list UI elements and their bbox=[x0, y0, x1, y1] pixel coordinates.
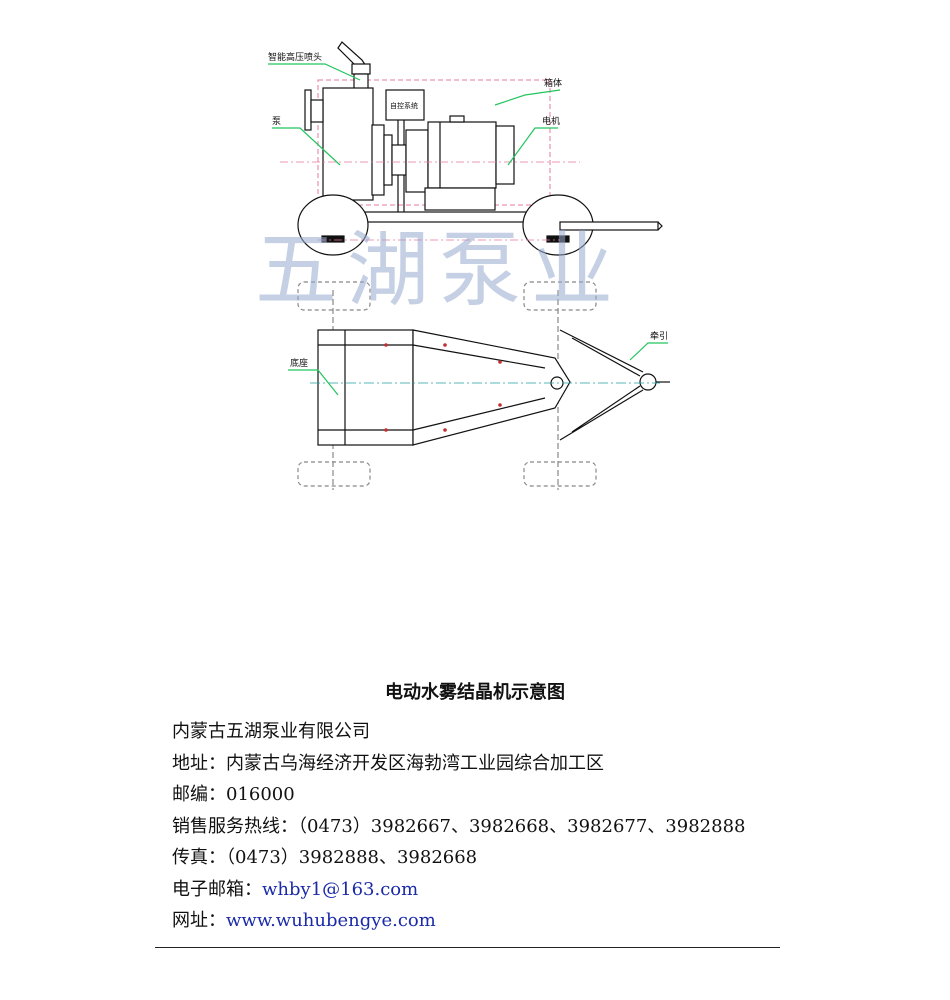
wheel-left bbox=[297, 194, 369, 256]
label-nozzle: 智能高压喷头 bbox=[268, 51, 322, 63]
fax-value: （0473）3982888、3982668 bbox=[226, 847, 478, 868]
email-label: 电子邮箱： bbox=[172, 878, 262, 900]
control-box bbox=[385, 89, 425, 121]
schematic-drawing: 智能高压喷头 箱体 泵 电机 自控系统 底座 牵引 bbox=[268, 41, 670, 490]
leader-lines bbox=[268, 63, 668, 396]
postcode-value: 016000 bbox=[226, 784, 295, 805]
postcode-line: 邮编：016000 bbox=[172, 779, 745, 811]
plan-wheel-tl bbox=[297, 281, 371, 311]
website-link[interactable]: www.wuhubengye.com bbox=[226, 910, 436, 931]
plan-wheel-br bbox=[523, 461, 597, 487]
email-line: 电子邮箱：whby1@163.com bbox=[172, 874, 745, 906]
label-control: 自控系统 bbox=[390, 101, 418, 110]
hotline-line: 销售服务热线：（0473）3982667、3982668、3982677、398… bbox=[172, 811, 745, 843]
tow-bar-plan bbox=[559, 329, 644, 441]
contact-info: 内蒙古五湖泵业有限公司 地址：内蒙古乌海经济开发区海勃湾工业园综合加工区 邮编：… bbox=[172, 716, 745, 937]
website-line: 网址：www.wuhubengye.com bbox=[172, 905, 745, 937]
address-line: 地址：内蒙古乌海经济开发区海勃湾工业园综合加工区 bbox=[172, 748, 745, 780]
footer-divider bbox=[155, 947, 780, 948]
pump-body bbox=[322, 87, 374, 201]
base-frame bbox=[317, 329, 414, 446]
plan-wheel-tr bbox=[523, 281, 597, 311]
plan-wheel-bl bbox=[297, 461, 371, 487]
email-link[interactable]: whby1@163.com bbox=[262, 878, 419, 900]
website-label: 网址： bbox=[172, 910, 226, 931]
plan-view bbox=[297, 281, 670, 490]
hotline-value: （0473）3982667、3982668、3982677、3982888 bbox=[298, 815, 746, 837]
figure-title: 电动水雾结晶机示意图 bbox=[385, 682, 565, 703]
label-tow: 牵引 bbox=[650, 331, 668, 342]
address-value: 内蒙古乌海经济开发区海勃湾工业园综合加工区 bbox=[226, 752, 604, 774]
label-pump: 泵 bbox=[272, 116, 281, 127]
label-motor: 电机 bbox=[542, 115, 560, 127]
motor-body bbox=[427, 121, 497, 189]
postcode-label: 邮编： bbox=[172, 784, 226, 805]
hotline-label: 销售服务热线： bbox=[172, 815, 298, 837]
label-base: 底座 bbox=[290, 357, 308, 369]
tapered-frame bbox=[412, 329, 571, 446]
fax-line: 传真：（0473）3982888、3982668 bbox=[172, 842, 745, 874]
label-casing: 箱体 bbox=[544, 77, 562, 89]
fax-label: 传真： bbox=[172, 847, 226, 868]
tow-bar-side bbox=[559, 221, 659, 231]
side-elevation bbox=[280, 41, 663, 256]
address-label: 地址： bbox=[172, 752, 226, 774]
company-name: 内蒙古五湖泵业有限公司 bbox=[172, 721, 370, 742]
